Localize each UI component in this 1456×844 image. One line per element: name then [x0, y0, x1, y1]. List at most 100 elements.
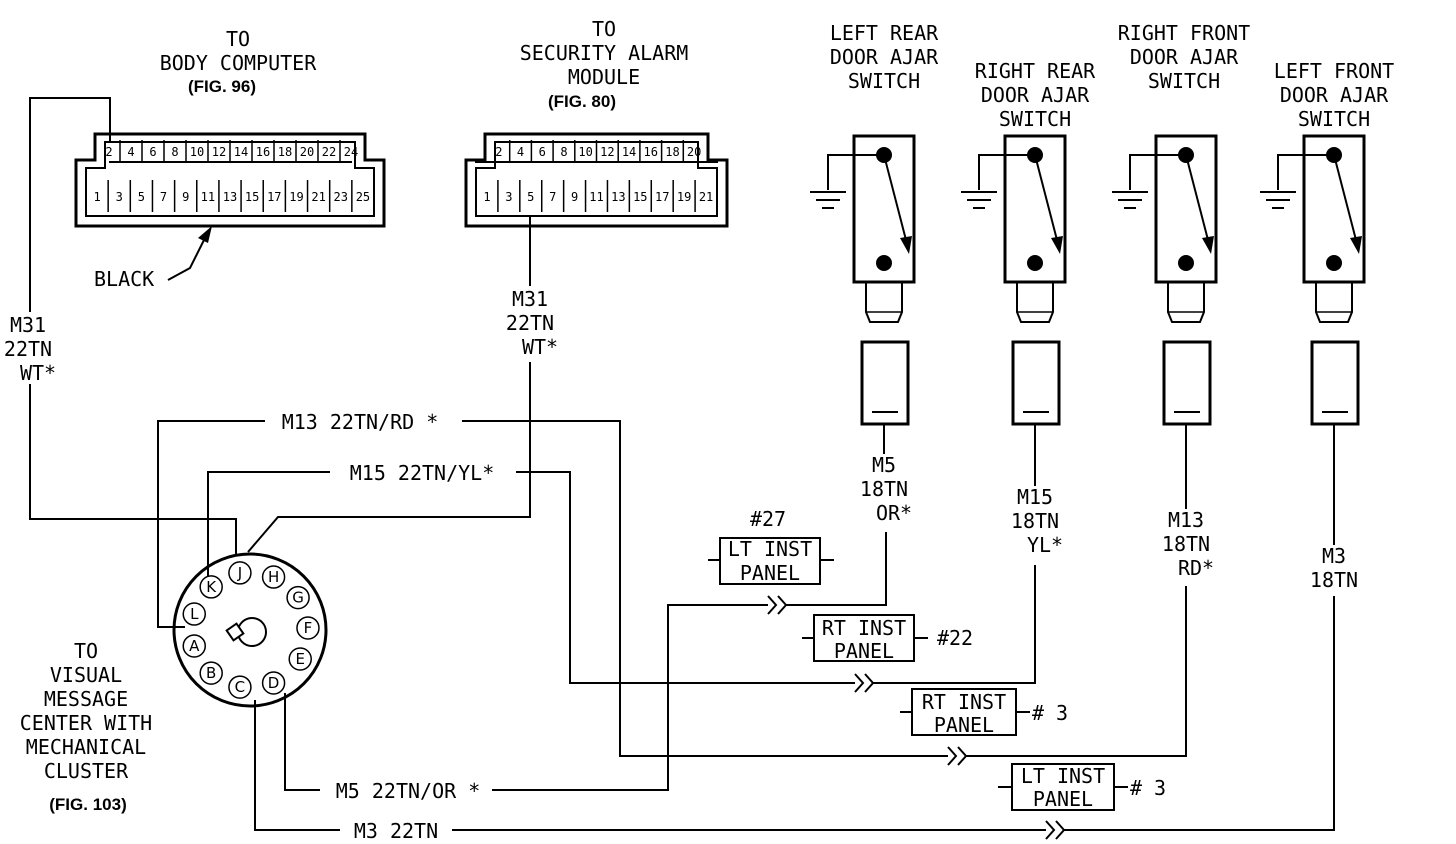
round-connector-pin-cavity [182, 602, 206, 626]
inline-22-ref: #22 [937, 626, 973, 650]
body-computer-bottom-pin: 1 [93, 190, 100, 204]
body-computer-top-pin: 18 [278, 145, 292, 159]
body-computer-bottom-pin: 13 [223, 190, 237, 204]
inline-3rt-terminal-chevron-icon [947, 586, 1187, 766]
round-connector-pin-cavity [228, 675, 252, 699]
body-computer-bottom-pin: 3 [116, 190, 123, 204]
switch-wire-label: OR* [876, 501, 912, 525]
m5-wire-right [492, 604, 768, 791]
body-computer-bottom-pin: 23 [334, 190, 348, 204]
switch-plunger [1167, 282, 1205, 323]
switch-wire-label: YL* [1027, 533, 1063, 557]
black-leader-line [167, 237, 206, 281]
round-connector-pin-cavity [228, 561, 252, 585]
switch-contact-bottom [1326, 255, 1342, 271]
body-computer-bottom-pin: 21 [311, 190, 325, 204]
security-alarm-inner [475, 141, 718, 217]
round-connector-pin-cavity [199, 661, 223, 685]
m13-wire-right [462, 420, 948, 757]
round-connector-pin-cavity [261, 671, 286, 695]
switch-blade [1034, 154, 1058, 241]
switch-title-line: DOOR AJAR [830, 45, 939, 69]
security-alarm-bottom-pin: 5 [527, 190, 534, 204]
vmc-title-1: TO [74, 639, 98, 663]
round-connector-pin-label: B [206, 664, 216, 682]
inline-27-ref: #27 [750, 507, 786, 531]
body-computer-top-pin: 14 [234, 145, 248, 159]
switch-plunger [865, 282, 903, 323]
security-alarm-top-pin: 20 [687, 145, 701, 159]
switch-ground-lead [1277, 154, 1334, 190]
body-computer-bottom-pin: 17 [267, 190, 281, 204]
inline-3lt-ref: # 3 [1130, 776, 1166, 800]
round-connector-pin-cavity [261, 565, 286, 589]
ground-symbol-icon [961, 191, 997, 209]
m31-left-label-3: WT* [20, 361, 56, 385]
body-computer-title-2: BODY COMPUTER [160, 51, 317, 75]
inline-22-line-2: PANEL [834, 639, 894, 663]
security-alarm-bottom-pin: 1 [483, 190, 490, 204]
m13-wire-left [157, 420, 265, 628]
switch-wire-label: 18TN [860, 477, 908, 501]
m15-label: M15 22TN/YL* [350, 461, 495, 485]
round-connector-pin-cavity [199, 575, 223, 599]
body-computer-top-pin: 16 [256, 145, 270, 159]
switch-title-line: LEFT FRONT [1274, 59, 1394, 83]
switch-title-line: DOOR AJAR [1280, 83, 1389, 107]
inline-27-line-2: PANEL [740, 561, 800, 585]
security-alarm-top-pin: 16 [644, 145, 658, 159]
body-computer-top-pin: 8 [171, 145, 178, 159]
body-computer-bottom-pin: 7 [160, 190, 167, 204]
m31-left-lower-wire [29, 384, 237, 556]
round-connector-pin-label: G [292, 589, 304, 607]
m31-left-upper-wire [29, 97, 111, 312]
round-connector-pin-label: J [237, 564, 242, 582]
switch-blade-arrow-icon [900, 236, 912, 254]
switch-body [1154, 134, 1218, 284]
body-computer-top-pin: 6 [149, 145, 156, 159]
m5-wire-left [284, 693, 320, 791]
switch-contact-bottom [876, 255, 892, 271]
inline-3rt-line-2: PANEL [934, 713, 994, 737]
body-computer-housing [74, 132, 386, 228]
inline-27-box [719, 537, 821, 585]
inline-3rt-ref: # 3 [1032, 701, 1068, 725]
switch-wire-label: M5 [872, 453, 896, 477]
round-connector-pin-cavity [288, 647, 312, 671]
security-alarm-title-1: TO [592, 17, 616, 41]
switch-title-line: SWITCH [1148, 69, 1220, 93]
security-alarm-bottom-pin: 3 [505, 190, 512, 204]
round-connector-pin-label: D [268, 674, 280, 692]
vmc-title-6: CLUSTER [44, 759, 129, 783]
round-connector-pin-label: K [206, 578, 217, 596]
switch-body [1003, 134, 1067, 284]
security-alarm-bottom-pin: 15 [633, 190, 647, 204]
m31-wires: M31 22TN WT* M31 22TN WT* [4, 97, 558, 556]
security-alarm-bottom-pin: 9 [571, 190, 578, 204]
security-alarm-top-pin: 2 [495, 145, 502, 159]
switch-wire-label: RD* [1178, 556, 1214, 580]
m5-label: M5 22TN/OR * [336, 779, 481, 803]
inline-3lt-box [1011, 763, 1115, 811]
switch-wire-label: 18TN [1310, 568, 1358, 592]
body-computer-top-pin: 22 [322, 145, 336, 159]
black-leader-arrow-icon [198, 226, 212, 243]
switch-wire-label: M3 [1322, 544, 1346, 568]
security-alarm-top-pin: 6 [539, 145, 546, 159]
m31-left-label-2: 22TN [4, 337, 52, 361]
security-alarm-bottom-pin: 21 [699, 190, 713, 204]
body-computer-top-pin: 4 [127, 145, 134, 159]
body-computer-bottom-pin: 25 [356, 190, 370, 204]
m15-wire-right [516, 471, 855, 684]
round-connector-pin-label: C [235, 678, 245, 696]
switch-plunger [1016, 282, 1054, 323]
